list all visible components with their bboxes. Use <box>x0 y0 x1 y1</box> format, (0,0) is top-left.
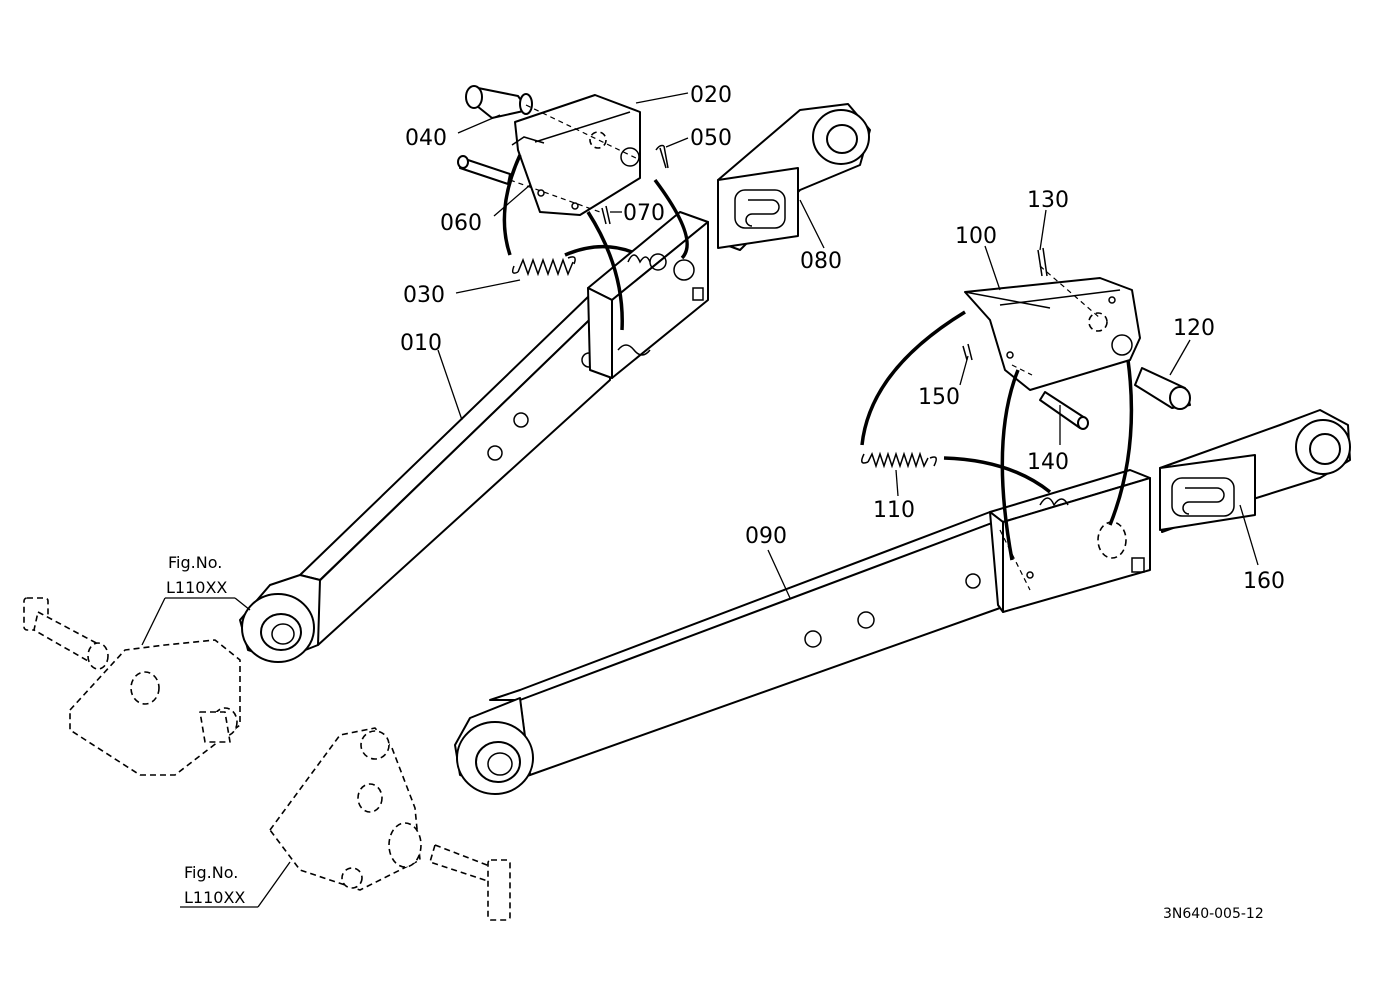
referenced-bracket-lower <box>269 727 511 921</box>
label-150: 150 <box>918 385 960 410</box>
label-010: 010 <box>400 331 442 356</box>
stabilizer-box-right <box>989 469 1151 613</box>
reference-1-line2: L110XX <box>166 578 227 597</box>
label-160: 160 <box>1243 569 1285 594</box>
bracket-020 <box>511 94 641 216</box>
pin-140 <box>1039 391 1089 430</box>
cotter-pin-050 <box>655 144 669 169</box>
bracket-100 <box>964 277 1141 391</box>
referenced-bracket-upper <box>23 597 241 776</box>
cotter-pin-070 <box>601 205 611 225</box>
label-020: 020 <box>690 83 732 108</box>
label-030: 030 <box>403 283 445 308</box>
spring-030 <box>511 256 576 277</box>
label-110: 110 <box>873 498 915 523</box>
label-140: 140 <box>1027 450 1069 475</box>
end-plate-160 <box>1159 409 1351 533</box>
label-060: 060 <box>440 211 482 236</box>
pin-120 <box>1134 367 1191 410</box>
label-080: 080 <box>800 249 842 274</box>
label-130: 130 <box>1027 188 1069 213</box>
lower-link-right <box>454 511 1001 795</box>
label-070: 070 <box>623 201 665 226</box>
assembly-arrow-4 <box>653 178 689 260</box>
label-100: 100 <box>955 224 997 249</box>
label-050: 050 <box>690 126 732 151</box>
assembly-arrow-1 <box>502 154 522 256</box>
reference-1-line1: Fig.No. <box>168 553 222 572</box>
spring-110 <box>861 451 937 469</box>
drawing-code: 3N640-005-12 <box>1163 906 1264 922</box>
label-090: 090 <box>745 524 787 549</box>
label-120: 120 <box>1173 316 1215 341</box>
reference-2-line2: L110XX <box>184 888 245 907</box>
assembly-arrow-8 <box>1108 359 1134 526</box>
end-plate-080 <box>717 103 871 251</box>
stabilizer-box-left <box>587 211 709 379</box>
assembly-arrow-3 <box>586 211 624 331</box>
pin-040 <box>465 85 533 119</box>
reference-2-line1: Fig.No. <box>184 863 238 882</box>
label-040: 040 <box>405 126 447 151</box>
pin-060 <box>457 155 511 185</box>
lower-link-left <box>239 294 611 663</box>
cotter-pin-150 <box>962 343 973 361</box>
cotter-pin-130 <box>1037 247 1048 277</box>
assembly-arrow-7 <box>1000 369 1020 561</box>
leader-lines <box>141 92 1259 908</box>
assembly-arrow-2 <box>564 244 633 257</box>
assembly-arrow-5 <box>860 310 966 446</box>
